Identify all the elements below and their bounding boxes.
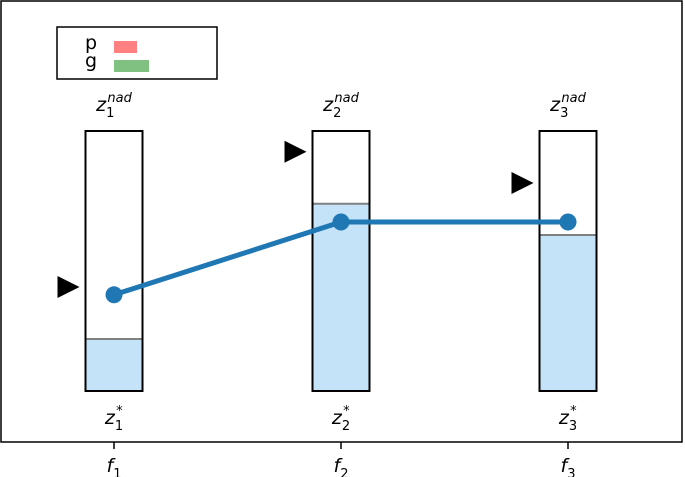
bar-outline-2 bbox=[311, 130, 371, 392]
legend-label-p: p bbox=[85, 32, 97, 54]
tick-label-2: f2 bbox=[334, 455, 349, 477]
legend: p g bbox=[56, 26, 218, 80]
legend-swatch-p bbox=[114, 41, 137, 53]
labels-group: z1nad z1* f1 z2nad z2* f2 z3nad z3* f3 bbox=[95, 91, 586, 477]
bar-fill-3 bbox=[539, 235, 597, 391]
line-point-2 bbox=[332, 213, 350, 231]
triangle-marker-3 bbox=[511, 172, 534, 194]
triangle-marker-1 bbox=[57, 276, 80, 298]
legend-label-g: g bbox=[85, 50, 97, 72]
legend-swatch-g bbox=[114, 60, 149, 72]
upper-label-3: z3nad bbox=[549, 91, 586, 121]
tick-label-3: f3 bbox=[561, 455, 576, 477]
bar-fill-1 bbox=[85, 339, 143, 391]
upper-label-1: z1nad bbox=[95, 91, 132, 121]
upper-label-2: z2nad bbox=[322, 91, 359, 121]
lower-label-3: z3* bbox=[558, 404, 577, 434]
lower-label-2: z2* bbox=[331, 404, 350, 434]
line-point-1 bbox=[105, 286, 123, 304]
bar-fill-2 bbox=[312, 203, 370, 391]
triangle-marker-2 bbox=[284, 140, 307, 163]
bars-group bbox=[84, 130, 598, 392]
tick-label-1: f1 bbox=[107, 455, 122, 477]
line-point-3 bbox=[559, 213, 577, 231]
bar-outline-3 bbox=[538, 130, 598, 392]
bar-outline-1 bbox=[84, 130, 144, 392]
lower-label-1: z1* bbox=[104, 404, 123, 434]
series-group bbox=[57, 140, 577, 304]
